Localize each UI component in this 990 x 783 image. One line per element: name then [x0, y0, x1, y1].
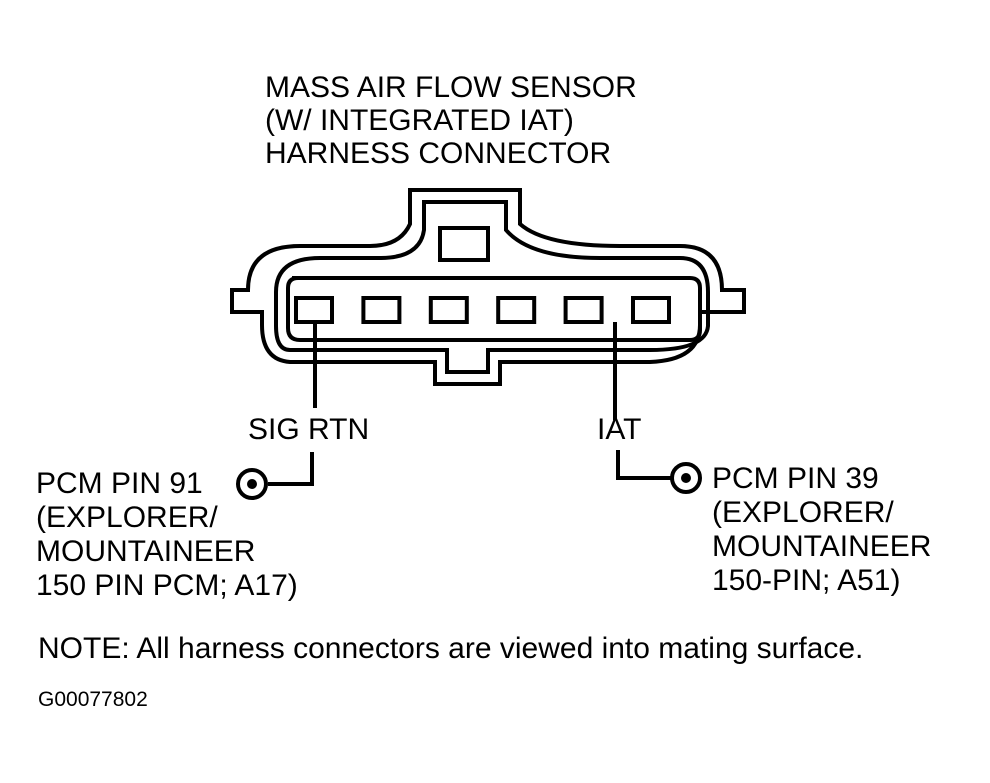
pin-cavity	[294, 296, 334, 324]
pin-cavity	[631, 296, 671, 324]
figure-id: G00077802	[38, 688, 148, 711]
iat-label: IAT	[597, 413, 642, 446]
sig-rtn-label: SIG RTN	[248, 413, 370, 446]
connector-outer-housing	[230, 188, 746, 386]
callout-line: 150-PIN; A51)	[712, 564, 901, 597]
callout-line: MOUNTAINEER	[712, 530, 932, 563]
pcm-pin-91-terminal-icon	[236, 468, 268, 500]
title-line: HARNESS CONNECTOR	[265, 137, 612, 170]
callout-line: PCM PIN 91	[36, 467, 203, 500]
title-line: MASS AIR FLOW SENSOR	[265, 71, 637, 104]
pin-cavity	[428, 296, 469, 324]
callout-line: PCM PIN 39	[712, 462, 879, 495]
pin-cavity	[496, 296, 537, 324]
connector-mating-face	[286, 276, 702, 342]
callout-line: (EXPLORER/	[712, 496, 894, 529]
callout-line: (EXPLORER/	[36, 501, 218, 534]
callout-line: 150 PIN PCM; A17)	[36, 569, 298, 602]
pin-cavity	[563, 296, 604, 324]
iat-wire-lower	[616, 450, 672, 480]
pcm-pin-39-callout: PCM PIN 39 (EXPLORER/ MOUNTAINEER 150-PI…	[712, 463, 931, 599]
sig-rtn-wire-lower	[268, 452, 314, 486]
pin-cavity	[361, 296, 402, 324]
connector-key-window	[438, 226, 490, 262]
pcm-pin-39-terminal-icon	[670, 462, 702, 494]
note-text: NOTE: All harness connectors are viewed …	[38, 632, 864, 665]
callout-line: MOUNTAINEER	[36, 535, 256, 568]
connector-inner-housing	[274, 200, 710, 374]
diagram-title: MASS AIR FLOW SENSOR (W/ INTEGRATED IAT)…	[265, 72, 637, 171]
title-line: (W/ INTEGRATED IAT)	[265, 104, 574, 137]
pcm-pin-91-callout: PCM PIN 91 (EXPLORER/ MOUNTAINEER 150 PI…	[36, 468, 298, 604]
